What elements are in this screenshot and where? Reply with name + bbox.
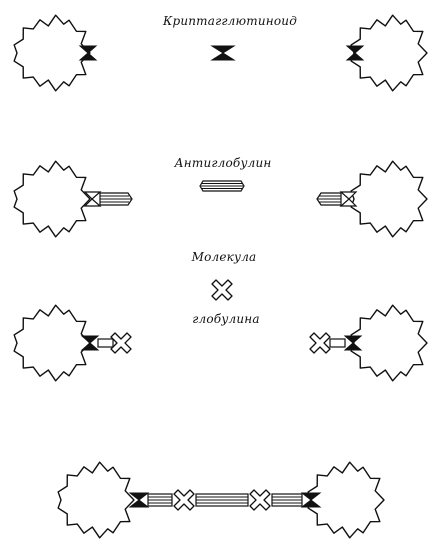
globulin-link-left xyxy=(97,332,132,354)
cell-lower-right xyxy=(350,304,428,382)
receptor-top-left xyxy=(78,45,98,61)
globulin-molecule-symbol xyxy=(211,279,233,301)
antiglobulin-attached-left xyxy=(99,192,133,206)
cell-bottom-right xyxy=(307,461,385,539)
globulin-molecule-label-line1: Молекула xyxy=(191,250,257,264)
antiglobulin-attached-right xyxy=(316,192,342,206)
cryptagglutinoid-symbol xyxy=(210,45,236,61)
cell-mid-right xyxy=(350,160,428,238)
agglutination-bridge xyxy=(128,489,322,511)
cryptagglutinoid-label: Криптагглютиноид xyxy=(162,14,298,28)
cell-top-right xyxy=(350,14,428,92)
receptor-lower-left xyxy=(80,335,100,351)
globulin-molecule-label-line2: глобулина xyxy=(192,312,260,326)
cell-mid-left xyxy=(13,160,91,238)
receptor-top-right xyxy=(345,45,365,61)
globulin-link-right xyxy=(309,332,346,354)
receptor-mid-left xyxy=(83,191,102,207)
antiglobulin-symbol xyxy=(199,180,245,192)
receptor-lower-right xyxy=(343,335,363,351)
cell-lower-left xyxy=(13,304,91,382)
cell-bottom-left xyxy=(57,461,135,539)
antiglobulin-label: Антиглобулин xyxy=(174,156,272,170)
receptor-mid-right xyxy=(339,191,358,207)
cell-top-left xyxy=(13,14,91,92)
